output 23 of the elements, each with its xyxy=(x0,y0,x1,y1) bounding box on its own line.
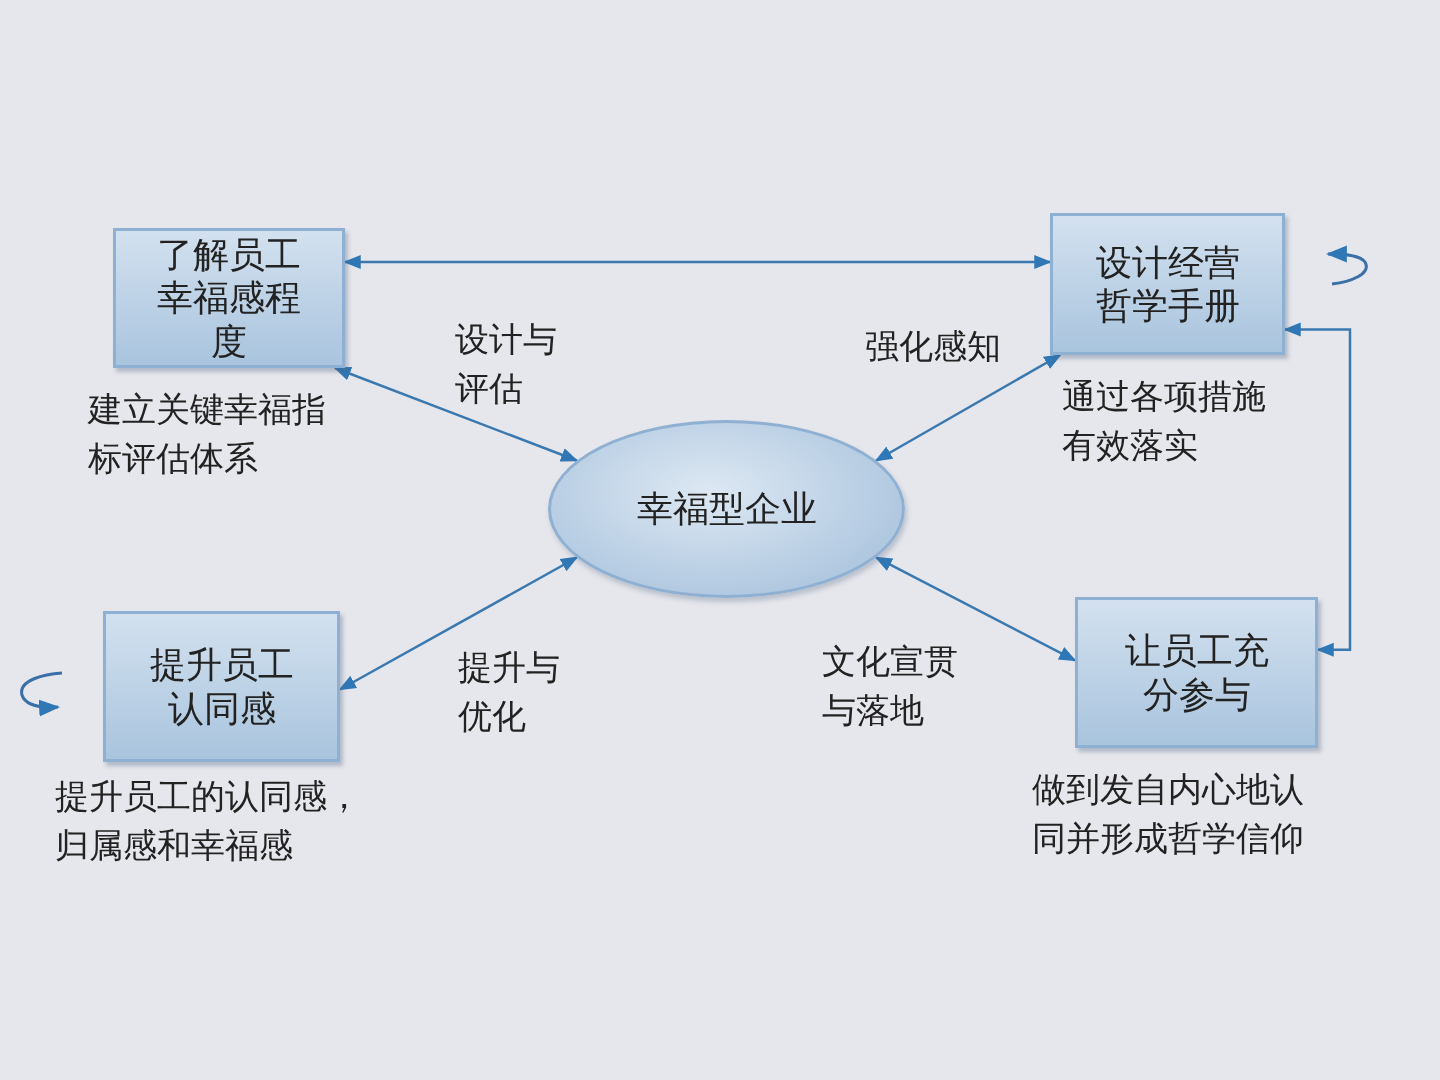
node-caption: 通过各项措施有效落实 xyxy=(1062,375,1267,468)
double-arrow xyxy=(333,366,579,462)
edge-label: 文化宣贯与落地 xyxy=(822,640,959,733)
double-arrow xyxy=(343,255,1052,269)
node-caption: 提升员工的认同感，归属感和幸福感 xyxy=(55,775,362,868)
double-arrow xyxy=(874,353,1062,462)
node-label: 让员工充分参与 xyxy=(1123,629,1270,716)
process-box xyxy=(103,611,340,762)
process-box xyxy=(1050,213,1285,355)
node-caption: 建立关键幸福指标评估体系 xyxy=(88,388,327,481)
node-label: 了解员工幸福感程度 xyxy=(156,233,302,363)
process-box xyxy=(1075,597,1318,748)
node-label: 幸福型企业 xyxy=(635,487,818,531)
double-arrow xyxy=(874,556,1077,662)
edge-label: 提升与优化 xyxy=(458,646,561,739)
double-arrow xyxy=(1283,322,1352,657)
double-arrow xyxy=(338,556,579,691)
edge-label: 强化感知 xyxy=(865,325,1002,368)
node-label: 提升员工认同感 xyxy=(148,643,295,730)
process-box xyxy=(113,228,345,368)
node-label: 设计经营哲学手册 xyxy=(1094,240,1241,328)
node-caption: 做到发自内心地认同并形成哲学信仰 xyxy=(1032,768,1305,861)
edge-label: 设计与评估 xyxy=(455,318,558,411)
